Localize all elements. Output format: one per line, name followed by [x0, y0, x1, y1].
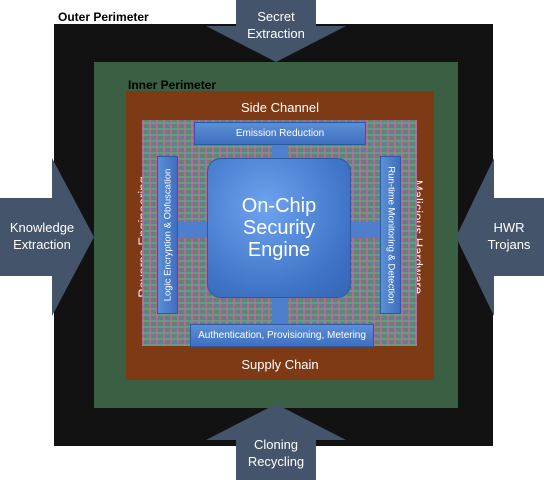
- arrow-bottom-shape: [206, 404, 346, 480]
- threat-side-channel: Side Channel: [240, 100, 320, 115]
- attack-left-line-2: Extraction: [13, 237, 71, 252]
- connector-top: [272, 142, 288, 160]
- countermeasure-logic-encryption: Logic Encryption & Obfuscation: [157, 156, 178, 314]
- inner-perimeter-label: Inner Perimeter: [128, 78, 217, 92]
- attack-top-line-2: Extraction: [247, 26, 305, 41]
- attack-bottom-line-1: Cloning: [253, 437, 299, 452]
- attack-bottom-line-2: Recycling: [247, 454, 305, 469]
- threat-supply-chain: Supply Chain: [241, 357, 319, 372]
- countermeasure-authentication: Authentication, Provisioning, Metering: [190, 324, 374, 347]
- attack-right-line-2: Trojans: [487, 237, 531, 252]
- engine-line-3: Engine: [247, 239, 311, 261]
- attack-right-line-1: HWR: [493, 220, 525, 235]
- connector-bottom: [272, 294, 288, 324]
- connector-left: [177, 222, 209, 238]
- attack-secret-extraction: Secret Extraction: [236, 8, 316, 42]
- engine-line-2: Security: [242, 217, 316, 239]
- attack-knowledge-extraction: Knowledge Extraction: [0, 219, 84, 253]
- attack-cloning-recycling: Cloning Recycling: [236, 436, 316, 470]
- connector-right: [347, 222, 381, 238]
- countermeasure-emission-reduction: Emission Reduction: [194, 122, 366, 145]
- arrow-right-shape: [456, 158, 544, 316]
- engine-line-1: On-Chip: [241, 195, 317, 217]
- arrow-top-shape: [206, 0, 346, 62]
- outer-perimeter-label: Outer Perimeter: [58, 10, 149, 24]
- arrow-left-shape: [0, 158, 94, 316]
- attack-hwr-trojans: HWR Trojans: [474, 219, 544, 253]
- attack-left-line-1: Knowledge: [9, 220, 75, 235]
- countermeasure-runtime-monitoring: Run-time Monitoring & Detection: [380, 156, 401, 314]
- security-engine: On-Chip Security Engine: [207, 158, 351, 298]
- attack-top-line-1: Secret: [257, 9, 295, 24]
